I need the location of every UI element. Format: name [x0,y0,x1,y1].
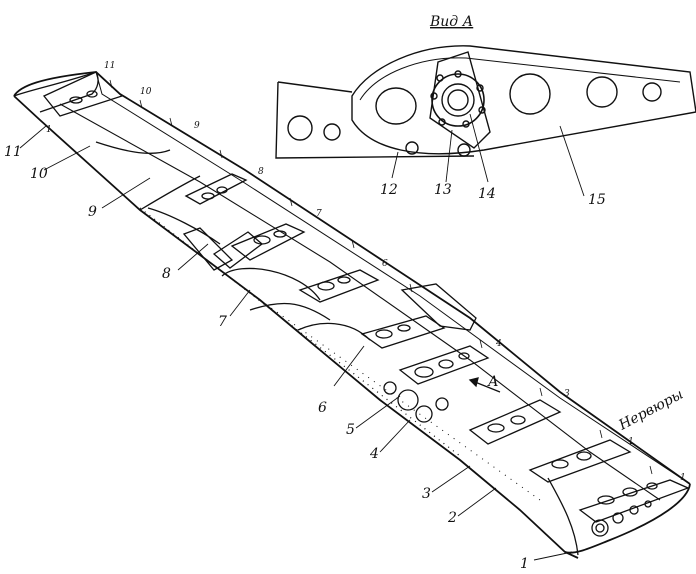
rib-2 [528,439,632,483]
callout-2: 2 [447,510,457,526]
main-spar [59,103,661,501]
wing [13,71,691,559]
rib-8 [184,173,248,205]
rib-6 [298,269,380,303]
wing-lower-edge [13,95,579,559]
rib-number-1c: 1 [46,125,52,135]
view-a-title: Вид А [429,14,473,30]
rib-number-9: 9 [194,121,200,131]
rib-3 [468,399,562,445]
hub-inner [441,83,475,117]
rib-number-7: 7 [316,209,322,219]
callout-11: 11 [4,144,22,160]
callout-13: 13 [434,182,452,198]
callout-3: 3 [422,486,431,502]
rib-4 [398,345,490,385]
callout-9: 9 [88,204,97,220]
rib-number-1b: 1 [680,473,686,483]
wing-leading-edge [13,71,691,485]
rib-number-11: 11 [104,61,115,71]
rib-10 [42,71,124,117]
bracket-arm [351,45,696,155]
rib-number-8: 8 [258,167,264,177]
callout-12: 12 [380,182,398,198]
callout-7: 7 [218,314,227,330]
ribs-caption: Нервюры [615,386,685,434]
view-arrow-label: А [487,374,499,390]
callout-1: 1 [520,556,529,572]
callout-10: 10 [30,166,48,182]
callout-15: 15 [588,192,606,208]
rib-5 [360,315,446,349]
hub-outer [431,73,485,127]
rib-number-6: 6 [382,259,388,269]
rib-number-1a: 1 [628,437,634,447]
leader-lines [19,113,585,561]
callout-4: 4 [369,446,379,462]
rib-plate [275,81,475,159]
rib-1 [578,479,690,523]
callout-6: 6 [318,400,327,416]
rib-number-10: 10 [140,87,152,97]
rib-number-3: 3 [564,389,570,399]
callout-14: 14 [478,186,496,202]
callout-8: 8 [162,266,171,282]
rib-7 [230,223,306,261]
callout-5: 5 [346,422,355,438]
view-a-detail [275,45,696,159]
rib-number-4: 4 [495,339,502,349]
